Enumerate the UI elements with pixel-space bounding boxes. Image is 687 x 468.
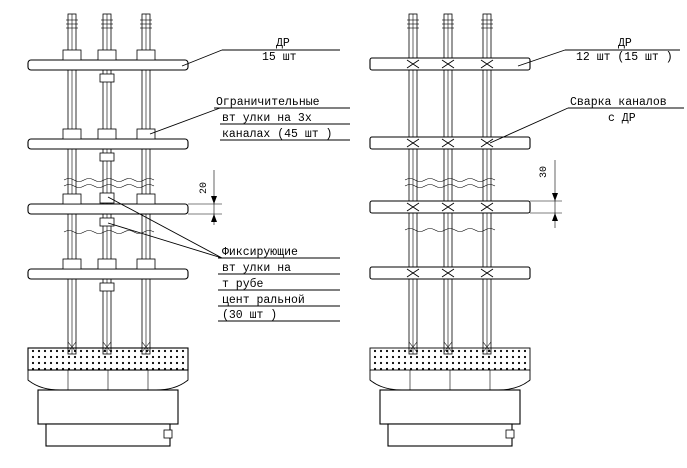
left-limit-line3: каналах (45 шт ) [222, 128, 332, 141]
right-dim-value: 30 [539, 166, 550, 178]
left-rods [66, 13, 152, 355]
right-dr-count: 12 шт (15 шт ) [576, 51, 673, 64]
left-break-lines [63, 178, 155, 234]
left-leaders [107, 49, 350, 322]
left-fix-line4: цент ральной [222, 294, 305, 307]
left-fixing-bushings [99, 73, 115, 292]
left-fix-line5: (30 шт ) [222, 309, 277, 322]
right-dimension-30: 30 [530, 160, 562, 228]
left-assembly: 20 ДР 15 шт Ограничительные вт улки на 3… [27, 13, 350, 447]
right-weld-line2: с ДР [608, 112, 636, 125]
left-fix-line2: вт улки на [222, 262, 291, 275]
left-dim-value: 20 [199, 182, 210, 194]
left-limit-line1: Ограничительные [216, 96, 320, 109]
left-dimension-20: 20 [188, 170, 222, 225]
right-base-body [369, 341, 531, 447]
right-weld-line1: Сварка каналов [570, 96, 667, 109]
right-assembly: 30 ДР 12 шт (15 шт ) Сварка каналов с ДР [369, 13, 684, 447]
left-limit-line2: вт улки на 3х [222, 112, 312, 125]
right-dr-title: ДР [618, 37, 632, 50]
left-dr-title: ДР [276, 37, 290, 50]
right-spacer-plates [369, 57, 531, 280]
right-weld-marks [406, 59, 494, 278]
left-dr-count: 15 шт [262, 51, 297, 64]
left-spacer-plates [27, 59, 189, 280]
left-base-body [27, 341, 189, 447]
left-limit-bushings [62, 49, 156, 270]
right-break-lines [404, 178, 496, 232]
left-fix-line3: т рубе [222, 278, 264, 291]
right-leaders [489, 49, 684, 144]
left-fix-line1: Фиксирующие [222, 246, 298, 259]
